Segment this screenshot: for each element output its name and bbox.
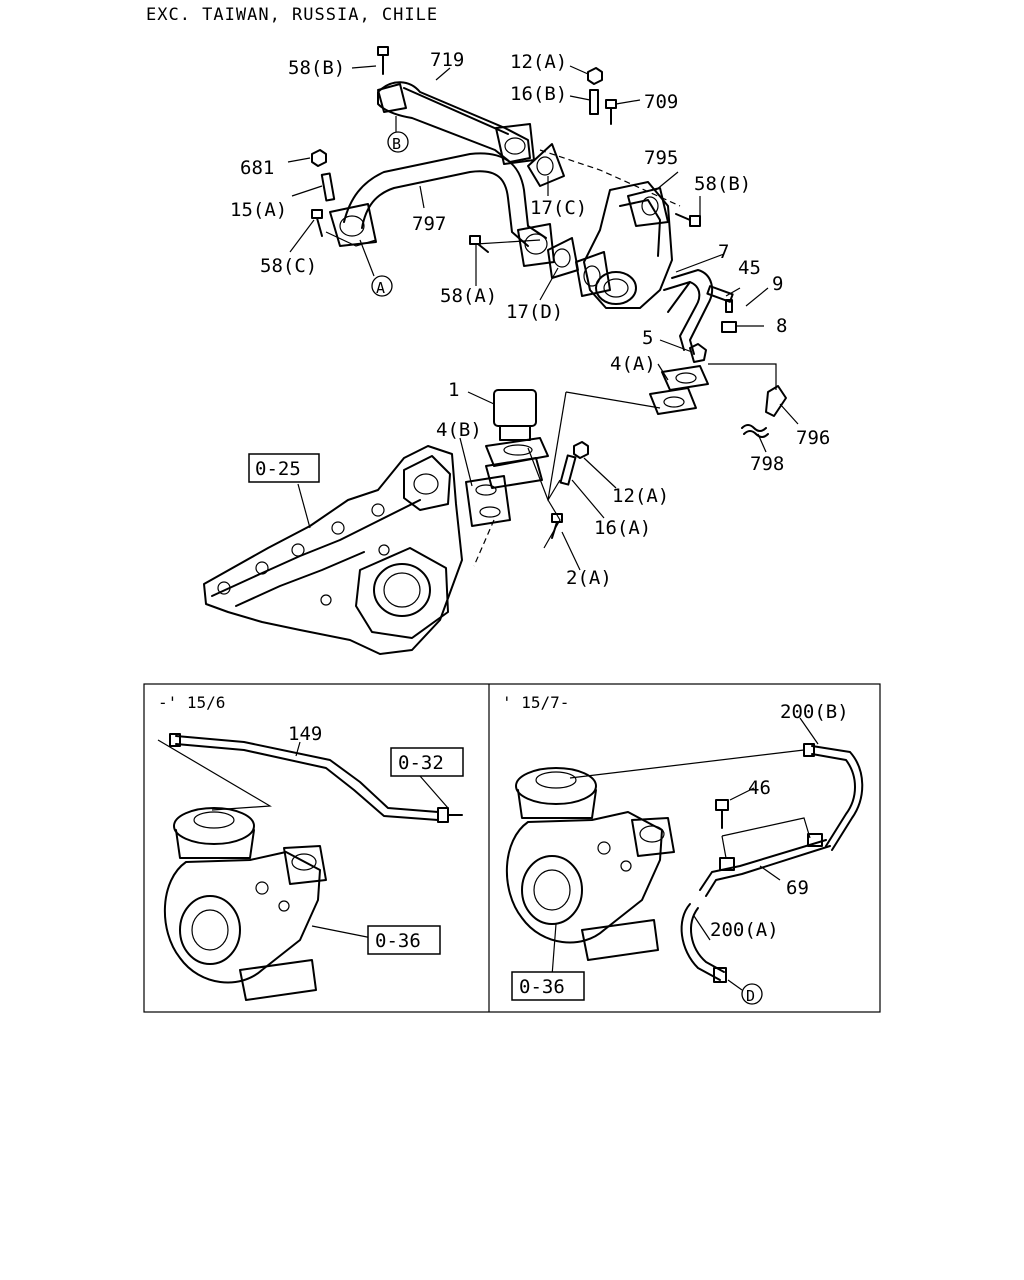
- callout-69: 69: [786, 877, 809, 899]
- svg-text:A: A: [376, 279, 385, 297]
- hose-200a: [680, 903, 727, 983]
- fasteners-upper: [311, 46, 701, 253]
- intake-manifold: [203, 445, 463, 655]
- callout-16a: 16(A): [594, 517, 651, 539]
- egr-valve-1: [485, 389, 549, 467]
- callout-58b-right: 58(B): [694, 173, 751, 195]
- ref-box-0-36-left[interactable]: 0-36: [367, 925, 441, 955]
- callout-5: 5: [642, 327, 653, 349]
- svg-text:D: D: [746, 987, 755, 1005]
- callout-795: 795: [644, 147, 678, 169]
- callout-709: 709: [644, 91, 678, 113]
- callout-16b: 16(B): [510, 83, 567, 105]
- panel-left-label: -' 15/6: [158, 693, 225, 712]
- page-title: EXC. TAIWAN, RUSSIA, CHILE: [146, 5, 438, 25]
- callout-17c: 17(C): [530, 197, 587, 219]
- callout-200b: 200(B): [780, 701, 849, 723]
- callout-15a: 15(A): [230, 199, 287, 221]
- callout-17d: 17(D): [506, 301, 563, 323]
- turbocharger-right: [505, 767, 675, 961]
- callout-58a: 58(A): [440, 285, 497, 307]
- pipe-69: [699, 833, 831, 897]
- gasket-4a: [649, 387, 697, 415]
- gasket-4b: [465, 457, 543, 527]
- panel-right-label: ' 15/7-: [502, 693, 569, 712]
- circle-marker-a: A: [371, 275, 393, 297]
- gasket-5: [661, 365, 709, 391]
- callout-797: 797: [412, 213, 446, 235]
- callout-796: 796: [796, 427, 830, 449]
- hose-149: [169, 733, 463, 823]
- tube-7: [663, 269, 737, 355]
- callout-46: 46: [748, 777, 771, 799]
- svg-text:B: B: [392, 135, 401, 153]
- bolt-46: [715, 799, 729, 829]
- callout-2a: 2(A): [566, 567, 612, 589]
- panels-frame: [143, 683, 881, 1013]
- turbocharger-left: [163, 807, 327, 1001]
- callout-4b: 4(B): [436, 419, 482, 441]
- callout-12a-bottom: 12(A): [612, 485, 669, 507]
- callout-58c: 58(C): [260, 255, 317, 277]
- svg-text:0-25: 0-25: [255, 458, 301, 480]
- callout-719: 719: [430, 49, 464, 71]
- svg-text:0-36: 0-36: [519, 976, 565, 998]
- callout-1: 1: [448, 379, 459, 401]
- svg-text:0-32: 0-32: [398, 752, 444, 774]
- callout-4a: 4(A): [610, 353, 656, 375]
- spring-798: [741, 424, 769, 438]
- callout-8: 8: [776, 315, 787, 337]
- ref-box-0-25[interactable]: 0-25: [248, 453, 320, 483]
- circle-marker-b: B: [387, 131, 409, 153]
- circle-marker-d: D: [741, 983, 763, 1005]
- callout-149: 149: [288, 723, 322, 745]
- ref-box-0-32[interactable]: 0-32: [390, 747, 464, 777]
- ref-box-0-36-right[interactable]: 0-36: [511, 971, 585, 1001]
- callout-798: 798: [750, 453, 784, 475]
- pipe-797: [329, 152, 555, 267]
- egr-cooler-795: [575, 181, 673, 309]
- callout-7: 7: [718, 241, 729, 263]
- leader-lines-upper: [287, 65, 799, 571]
- clip-796: [765, 385, 787, 417]
- callout-200a: 200(A): [710, 919, 779, 941]
- callout-58b-top: 58(B): [288, 57, 345, 79]
- callout-12a-top: 12(A): [510, 51, 567, 73]
- callout-45: 45: [738, 257, 761, 279]
- svg-text:0-36: 0-36: [375, 930, 421, 952]
- callout-9: 9: [772, 273, 783, 295]
- callout-681: 681: [240, 157, 274, 179]
